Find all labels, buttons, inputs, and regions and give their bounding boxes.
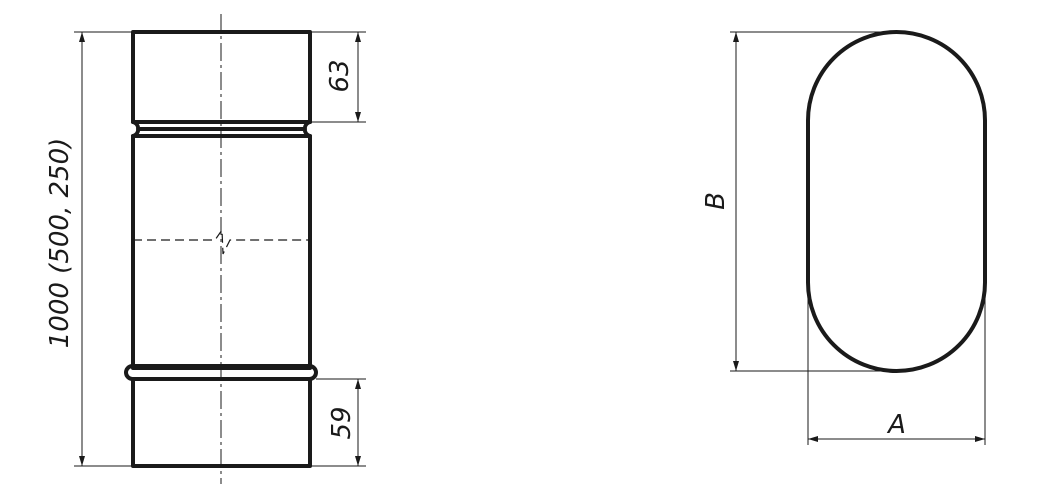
oval-profile	[806, 30, 987, 373]
top-socket-dimension: 63	[310, 31, 366, 123]
break-line	[133, 228, 310, 255]
top-socket-dimension-label: 63	[325, 59, 355, 92]
oval-section-view: B A	[701, 30, 987, 445]
pipe-side-view: 1000 (500, 250) 63 59	[45, 14, 366, 484]
bottom-spigot-dimension: 59	[310, 378, 366, 467]
width-dimension: A	[807, 290, 986, 445]
length-dimension-label: 1000 (500, 250)	[45, 138, 75, 349]
bottom-spigot-dimension-label: 59	[327, 406, 357, 439]
width-dimension-label: A	[886, 410, 906, 440]
length-dimension: 1000 (500, 250)	[45, 31, 133, 467]
height-dimension: B	[701, 31, 896, 372]
height-dimension-label: B	[701, 192, 731, 210]
pipe-top-socket	[131, 30, 312, 124]
